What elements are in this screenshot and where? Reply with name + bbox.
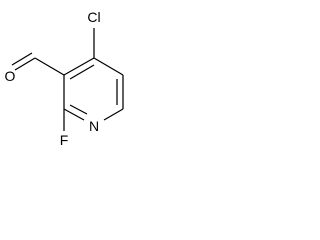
atom-label-n: N	[89, 118, 99, 134]
double-bond-cho-o	[11, 52, 33, 66]
atom-label-cl: Cl	[87, 9, 100, 25]
atom-label-o: O	[5, 68, 16, 84]
bond-c3-c4	[63, 57, 95, 76]
bond-c4-c5	[93, 57, 124, 76]
double-bond-inner-c3-c4	[69, 64, 95, 80]
bond-c6-n	[103, 108, 124, 121]
atom-label-f: F	[60, 132, 69, 148]
chemical-structure: Cl O N F	[5, 9, 124, 148]
bond-cho-o	[14, 57, 36, 71]
double-bond-inner-n-c2	[69, 104, 88, 115]
bond-c3-cho	[34, 57, 65, 76]
bond-n-c2	[63, 108, 85, 121]
